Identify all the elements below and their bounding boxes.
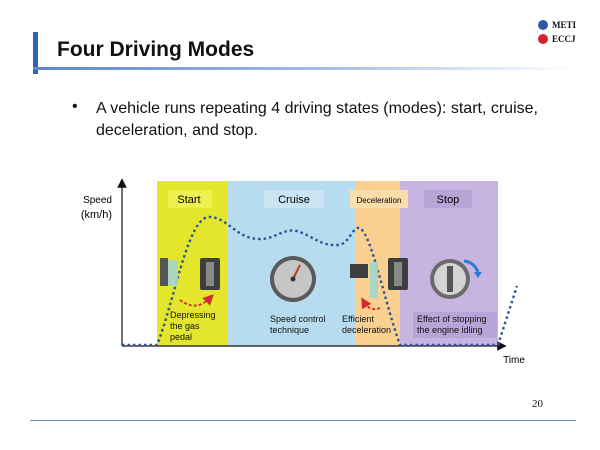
mode-label-box-cruise — [264, 190, 324, 208]
caption-start-line-3: pedal — [170, 332, 192, 342]
caption-start-line-2: the gas — [170, 321, 200, 331]
caption-stop-box — [413, 312, 497, 338]
caption-deceleration-line-1: Efficient — [342, 314, 374, 324]
meti-emblem-icon — [537, 20, 548, 30]
caption-start-line-1: Depressing — [170, 310, 216, 320]
mode-label-cruise: Cruise — [278, 194, 310, 206]
brake-pedal-icon — [350, 258, 408, 311]
caption-stop: Effect of stopping the engine idling — [417, 314, 489, 335]
caption-cruise-line-1: Speed control — [270, 314, 326, 324]
mode-label-start: Start — [177, 194, 200, 206]
slide-title: Four Driving Modes — [57, 38, 255, 61]
meti-logo: METI — [537, 20, 576, 30]
mode-label-stop: Stop — [437, 194, 460, 206]
title-underline — [33, 67, 578, 70]
mode-label-box-start — [168, 190, 212, 208]
eccj-emblem-icon — [537, 34, 548, 44]
logos: METI ECCJ — [537, 20, 576, 48]
title-accent-bar — [33, 32, 38, 74]
caption-start: Depressing the gas pedal — [170, 310, 218, 342]
meti-logo-text: METI — [551, 20, 576, 30]
y-axis-unit: (km/h) — [81, 209, 112, 221]
caption-cruise-line-2: technique — [270, 325, 309, 335]
caption-deceleration-line-2: deceleration — [342, 325, 391, 335]
caption-stop-line-2: the engine idling — [417, 325, 483, 335]
gas-pedal-icon — [160, 258, 220, 307]
ignition-switch-icon — [430, 259, 482, 299]
eccj-logo-text: ECCJ — [551, 34, 576, 44]
bullet-text: A vehicle runs repeating 4 driving state… — [96, 100, 538, 139]
mode-label-box-stop — [424, 190, 472, 208]
footer-divider — [30, 420, 576, 421]
caption-cruise: Speed control technique — [270, 314, 328, 335]
mode-label-deceleration: Deceleration — [357, 196, 402, 205]
speedometer-icon — [270, 256, 316, 302]
caption-stop-line-1: Effect of stopping — [417, 314, 486, 324]
mode-label-box-deceleration — [350, 190, 408, 208]
bullet-marker: • — [72, 98, 78, 115]
eccj-logo: ECCJ — [537, 34, 576, 44]
caption-deceleration: Efficient deceleration — [342, 314, 391, 335]
y-axis-label: Speed — [83, 195, 112, 206]
x-axis-label: Time — [503, 355, 525, 366]
page-number: 20 — [532, 398, 543, 410]
